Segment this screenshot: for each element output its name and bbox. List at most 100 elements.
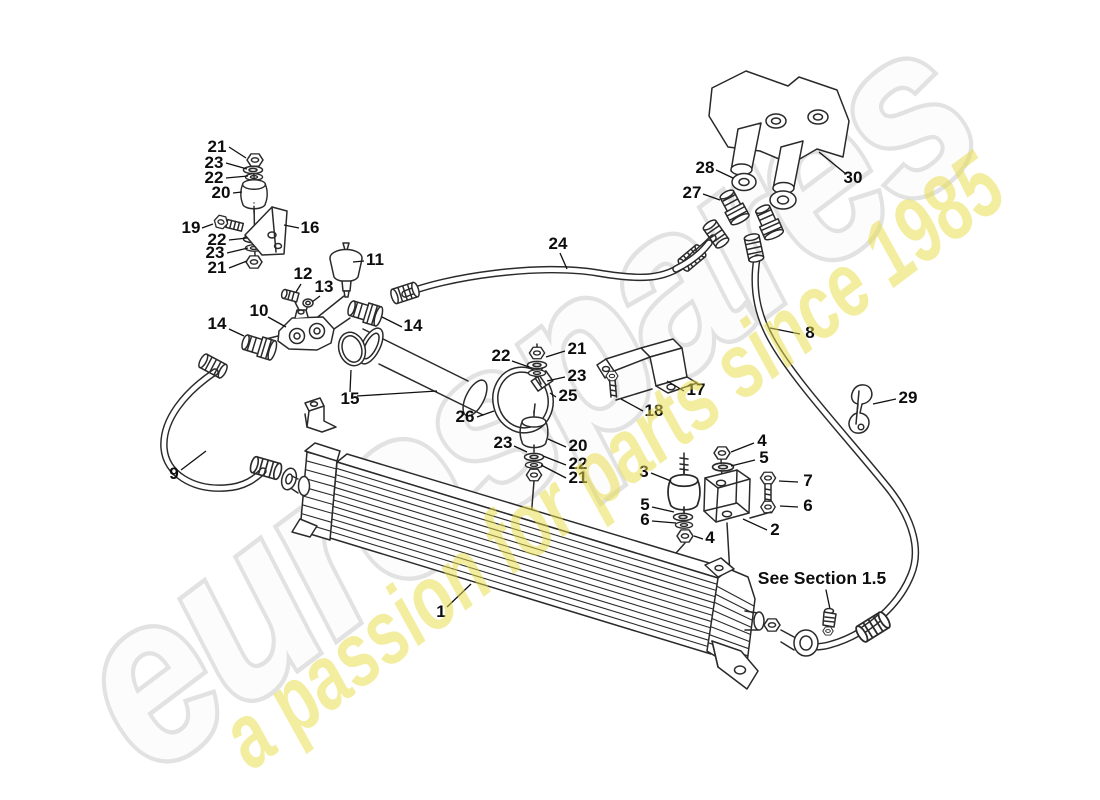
part-label-15: 15: [341, 389, 360, 408]
leader-line-22: [225, 175, 249, 179]
leader-line-21: [540, 464, 567, 479]
leader-line-23: [546, 376, 566, 382]
leader-line-25: [549, 392, 557, 398]
leader-line-3: [650, 472, 672, 482]
part-label-1: 1: [436, 602, 445, 621]
part-label-29: 29: [899, 388, 918, 407]
oil-cooler-1: [291, 442, 781, 690]
part-label-14: 14: [404, 316, 423, 335]
part-label-28: 28: [696, 158, 715, 177]
part-label-8: 8: [805, 323, 814, 342]
part-label-22: 22: [205, 168, 224, 187]
leader-line-23: [225, 162, 248, 170]
part-labels: See Section 1.5 212322201922232116111213…: [169, 137, 917, 621]
leader-line-22: [511, 360, 530, 368]
leader-line-5: [730, 459, 756, 467]
part-label-3: 3: [639, 462, 648, 481]
bleeder-fitting: [822, 589, 837, 636]
part-label-6: 6: [803, 496, 812, 515]
part-label-17: 17: [687, 380, 706, 399]
part-label-13: 13: [315, 277, 334, 296]
part-label-4: 4: [705, 528, 715, 547]
fitting-27: [672, 186, 786, 273]
part-label-12: 12: [294, 264, 313, 283]
part-label-26: 26: [456, 407, 475, 426]
hose-8: [751, 254, 920, 651]
part-label-16: 16: [301, 218, 320, 237]
leader-line-16: [283, 224, 300, 229]
small-bracket: [304, 397, 337, 433]
bolt-18: [605, 370, 653, 401]
part-label-23: 23: [205, 153, 224, 172]
bracket-2: [703, 458, 751, 645]
leader-line-18: [620, 398, 644, 412]
leader-line-23: [226, 247, 249, 254]
part-label-14: 14: [208, 314, 227, 333]
leader-line-14: [381, 316, 403, 328]
bracket-16: [244, 206, 288, 256]
part-label-20: 20: [212, 183, 231, 202]
leader-line-23: [513, 445, 528, 453]
leader-line-24: [559, 252, 568, 270]
leader-line-11: [352, 260, 365, 263]
o-ring-15: [337, 331, 367, 367]
part-label-7: 7: [803, 471, 812, 490]
leader-line-5: [651, 506, 675, 513]
leader-line-4: [730, 442, 755, 453]
part-label-21: 21: [208, 137, 227, 156]
hose-8-end-fitting: [780, 629, 819, 657]
part-label-23: 23: [568, 366, 587, 385]
leader-line-21: [228, 146, 247, 159]
leader-line-9: [180, 450, 207, 471]
part-label-4: 4: [757, 431, 767, 450]
leader-line-22: [228, 237, 248, 241]
washer-28: [731, 172, 797, 210]
part-label-21: 21: [569, 468, 588, 487]
leader-line-29: [872, 398, 897, 405]
part-label-5: 5: [759, 448, 768, 467]
leader-line-28: [715, 169, 734, 179]
leader-line-20: [232, 191, 243, 194]
leader-line-15: [356, 390, 438, 397]
part-label-22: 22: [208, 230, 227, 249]
leader-line-26: [476, 410, 495, 418]
leader-line-1: [446, 583, 472, 608]
clamp-26: [492, 365, 554, 434]
leader-line-2: [742, 518, 768, 531]
part-label-10: 10: [250, 301, 269, 320]
part-label-27: 27: [683, 183, 702, 202]
part-label-25: 25: [559, 386, 578, 405]
bolt-19: [212, 213, 245, 232]
part-label-6: 6: [640, 510, 649, 529]
clip-29: [848, 384, 873, 434]
part-label-19: 19: [182, 218, 201, 237]
leader-line-6: [651, 520, 677, 524]
part-label-21: 21: [568, 339, 587, 358]
leader-line-21: [545, 350, 566, 358]
fitting-12: [280, 288, 302, 315]
valve-block-30: [708, 70, 850, 195]
leader-line-21: [228, 260, 248, 269]
part-label-2: 2: [770, 520, 779, 539]
leader-line-13: [311, 295, 321, 303]
part-label-24: 24: [549, 234, 568, 253]
part-label-30: 30: [844, 168, 863, 187]
part-label-22: 22: [569, 454, 588, 473]
ring-13: [302, 298, 314, 317]
part-label-20: 20: [569, 436, 588, 455]
leader-line-4: [693, 535, 704, 540]
part-label-23: 23: [206, 243, 225, 262]
leader-line-10: [267, 316, 287, 328]
leader-line-14: [228, 328, 245, 337]
part-label-22: 22: [492, 346, 511, 365]
section-note: See Section 1.5: [758, 568, 887, 588]
leader-line-20: [547, 438, 567, 448]
leader-line-22: [542, 455, 567, 466]
leader-line-8: [769, 327, 801, 335]
union-14-left: [239, 331, 280, 362]
leader-line-15: [349, 369, 352, 393]
sensor-11: [313, 242, 363, 321]
part-label-9: 9: [169, 464, 178, 483]
